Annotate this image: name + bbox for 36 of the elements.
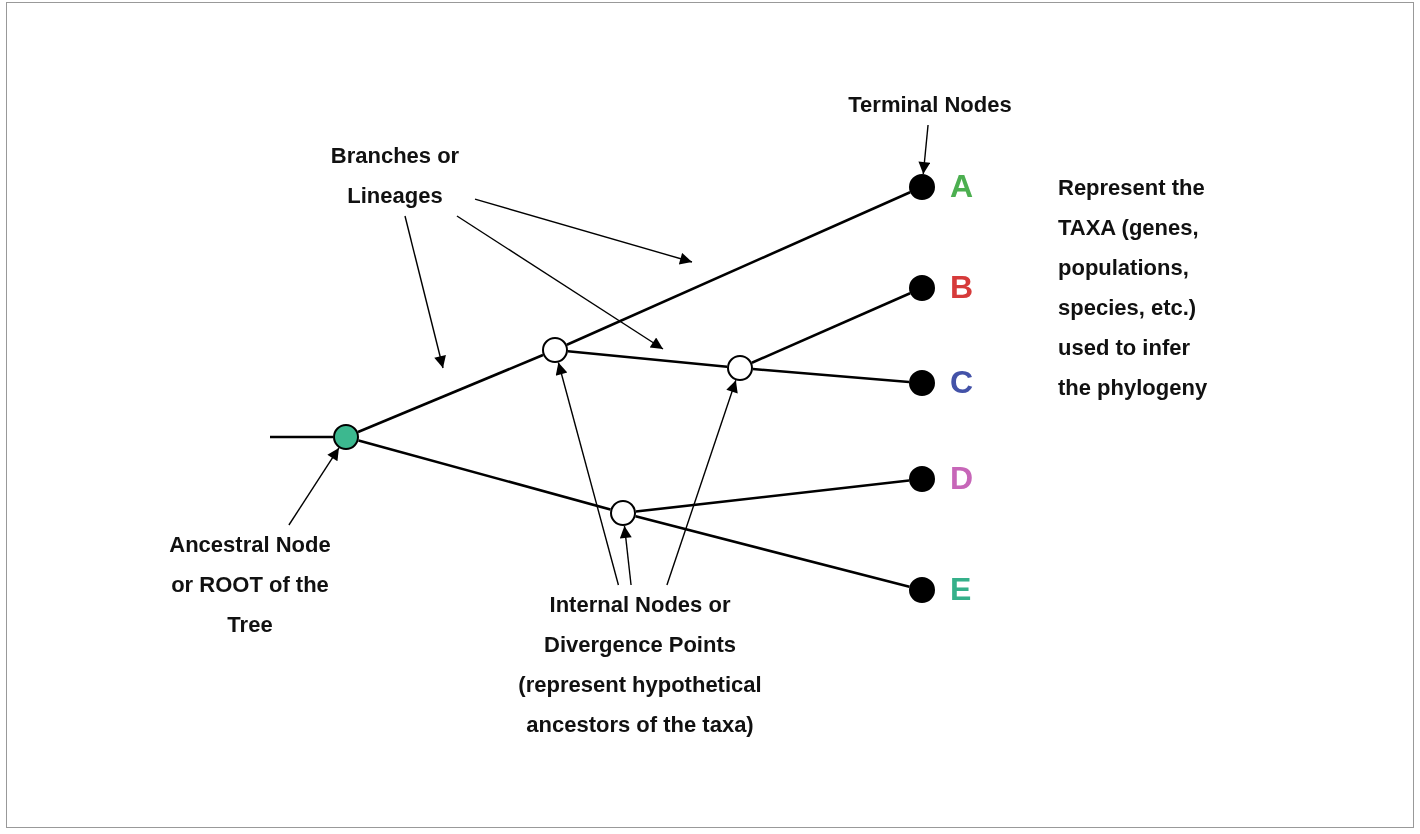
taxon-letter: E: [950, 571, 972, 607]
branch-line: [752, 367, 910, 384]
callout-label: Internal Nodes or Divergence Points (represent hypothetical ancestors of the taxa): [495, 585, 785, 745]
internal-node-circle: [542, 337, 568, 363]
branch-line: [635, 479, 910, 513]
leader-line: [666, 379, 738, 586]
branch-line: [270, 435, 333, 439]
leader-line: [918, 124, 931, 175]
taxa-note: Represent the TAXA (genes, populations, species, etc.) used to infer the phylogeny: [1058, 174, 1209, 402]
callout-label: Terminal Nodes: [830, 85, 1030, 125]
internal-node-circle: [610, 500, 636, 526]
branch-line: [357, 353, 544, 434]
terminal-node-dot: [909, 370, 935, 396]
terminal-node-dot: [909, 577, 935, 603]
terminal-node-dot: [909, 275, 935, 301]
taxon-letter: C: [950, 364, 974, 400]
branch-line: [635, 515, 910, 588]
branch-line: [566, 191, 911, 346]
root-node-circle: [333, 424, 359, 450]
internal-node-circle: [727, 355, 753, 381]
taxon-letter: B: [950, 269, 974, 305]
leader-line: [619, 525, 632, 586]
branch-line: [358, 439, 611, 511]
leader-line: [404, 215, 446, 369]
terminal-node-dot: [909, 466, 935, 492]
callout-label: Ancestral Node or ROOT of the Tree: [162, 525, 338, 645]
terminal-node-dot: [909, 174, 935, 200]
callout-label: Branches or Lineages: [315, 136, 475, 216]
leader-line: [555, 361, 620, 586]
taxon-letter: A: [950, 168, 974, 204]
branch-line: [751, 292, 911, 364]
branch-line: [567, 349, 728, 369]
leader-line: [456, 215, 664, 350]
leader-line: [288, 447, 340, 526]
taxon-letter: D: [950, 460, 974, 496]
leader-line: [474, 198, 693, 265]
